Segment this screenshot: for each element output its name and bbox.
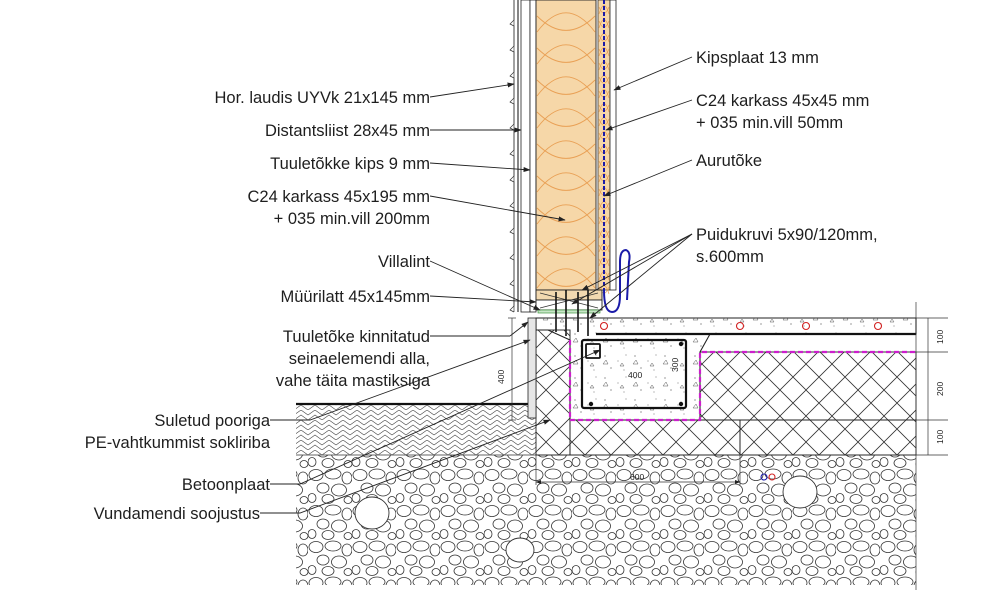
label-suletud-pooriga-line1: Suletud pooriga (154, 412, 270, 430)
label-c24-karkass-195-line2: + 035 min.vill 200mm (274, 210, 430, 228)
wool-tape (537, 309, 601, 314)
label-hor-laudis: Hor. laudis UYVk 21x145 mm (214, 89, 430, 107)
labels-left: Hor. laudis UYVk 21x145 mm Distantsliist… (85, 89, 431, 523)
wind-barrier-board (529, 0, 537, 313)
leader-lines (260, 56, 693, 514)
label-vundamendi-soojustus: Vundamendi soojustus (94, 505, 260, 523)
slab-rebar-marks (599, 321, 883, 481)
label-muurilatt: Müürilatt 45x145mm (281, 288, 430, 306)
wall-assembly (509, 0, 631, 336)
rebar-cage (580, 338, 688, 410)
label-c24-karkass-195-line1: C24 karkass 45x195 mm (248, 188, 431, 206)
insulation-pattern (536, 12, 596, 289)
label-suletud-pooriga-line2: PE-vahtkummist sokliriba (85, 434, 271, 452)
pe-foam-strip (568, 340, 916, 422)
label-c24-karkass-45-line2: + 035 min.vill 50mm (696, 114, 843, 132)
label-aurutoke: Aurutõke (696, 152, 762, 170)
outer-soil (296, 404, 536, 455)
label-tuuletoke-kinnitatud-line2: seinaelemendi alla, (289, 350, 430, 368)
label-puidukruvi-line1: Puidukruvi 5x90/120mm, (696, 226, 878, 244)
label-villalint: Villalint (378, 253, 430, 271)
gypsum-board (609, 0, 617, 291)
label-distantsliist: Distantsliist 28x45 mm (265, 122, 430, 140)
slab-insulation-bottom (739, 419, 917, 456)
dim-beam-width: 400 (628, 370, 642, 380)
dim-slab-top: 100 (935, 330, 945, 344)
sill-plate (535, 299, 603, 311)
vapor-barrier-loop (603, 248, 631, 314)
dim-plinth-height: 400 (496, 370, 506, 384)
foundation (296, 317, 917, 585)
dimension-lines: 400 400 300 600 100 200 100 (496, 302, 948, 590)
label-tuuletokke: Tuuletõkke kips 9 mm (270, 155, 430, 173)
label-tuuletoke-kinnitatud-line3: vahe täita mastiksiga (276, 372, 431, 390)
foundation-insulation-base (569, 419, 741, 456)
cladding-boards (509, 0, 519, 313)
foundation-insulation-side (535, 329, 571, 456)
wall-insulation-200 (535, 0, 597, 291)
gravel-bed (296, 455, 916, 585)
dim-slab-bottom: 100 (935, 430, 945, 444)
labels-right: Kipsplaat 13 mm C24 karkass 45x45 mm + 0… (696, 49, 878, 266)
distance-batten (520, 0, 531, 313)
label-betoonplaat: Betoonplaat (182, 476, 270, 494)
label-tuuletoke-kinnitatud-line1: Tuuletõke kinnitatud (283, 328, 430, 346)
label-kipsplaat: Kipsplaat 13 mm (696, 49, 819, 67)
plinth-strip (527, 317, 537, 419)
dim-footing-width: 600 (630, 472, 644, 482)
label-puidukruvi-line2: s.600mm (696, 248, 764, 266)
bottom-plate (535, 289, 603, 301)
dim-slab-mid: 200 (935, 382, 945, 396)
label-c24-karkass-45-line1: C24 karkass 45x45 mm (696, 92, 869, 110)
dim-beam-height: 300 (670, 358, 680, 372)
slab-insulation (699, 351, 917, 421)
